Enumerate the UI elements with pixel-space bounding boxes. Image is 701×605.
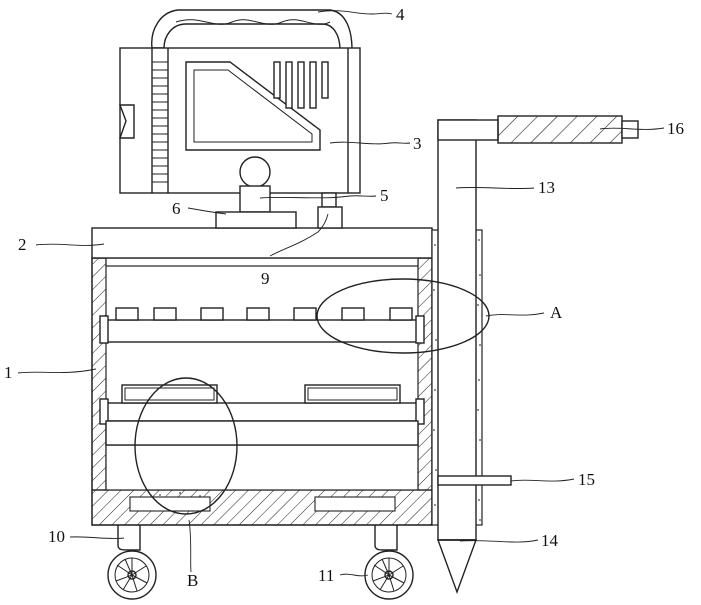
label-11: 11: [318, 566, 334, 585]
label-5: 5: [380, 186, 389, 205]
label-4: 4: [396, 5, 405, 24]
label-b: B: [187, 571, 198, 590]
label-13: 13: [538, 178, 555, 197]
motor-unit: [120, 10, 360, 193]
label-1: 1: [4, 363, 13, 382]
label-9: 9: [261, 269, 270, 288]
label-6: 6: [172, 199, 181, 218]
label-14: 14: [541, 531, 559, 550]
label-10: 10: [48, 527, 65, 546]
label-16: 16: [667, 119, 684, 138]
label-15: 15: [578, 470, 595, 489]
wheels: [108, 525, 413, 599]
label-2: 2: [18, 235, 27, 254]
top-lid: [92, 228, 432, 258]
label-3: 3: [413, 134, 422, 153]
label-a: A: [550, 303, 563, 322]
